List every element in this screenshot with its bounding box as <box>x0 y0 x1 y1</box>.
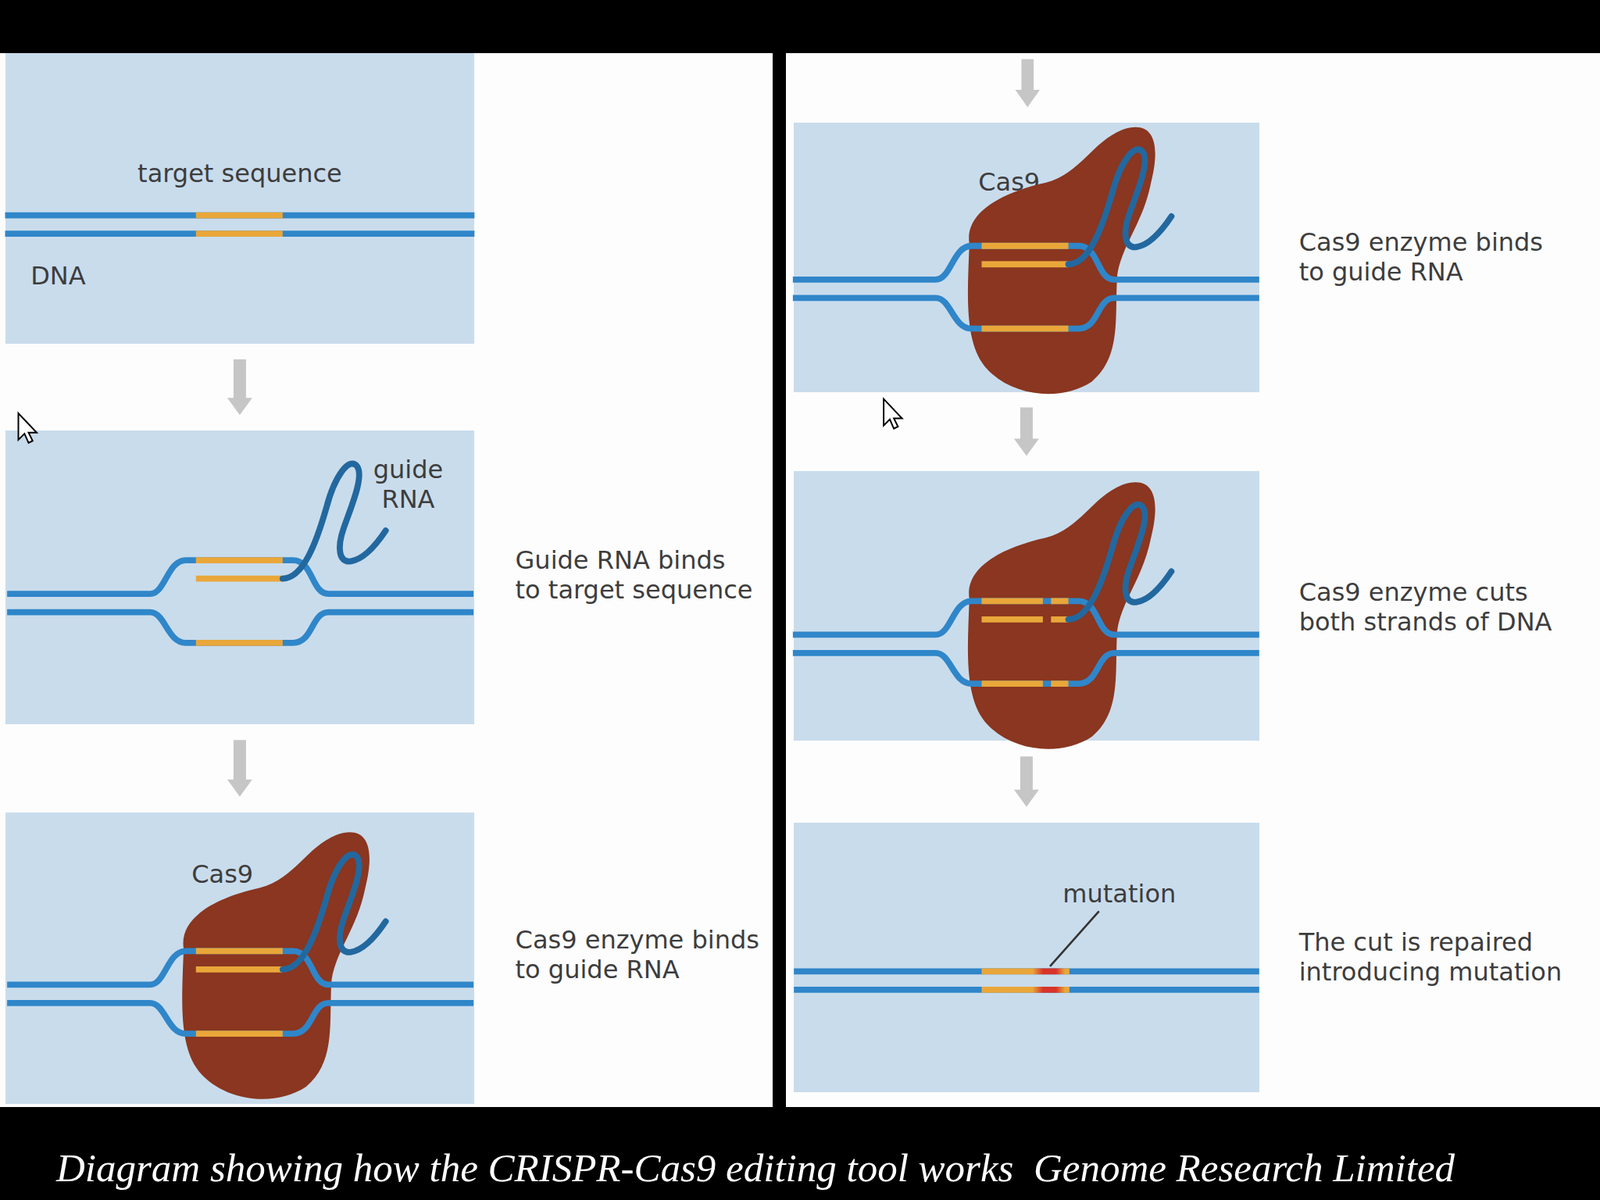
part-label: mutation <box>1062 878 1176 909</box>
part-label: target sequence <box>137 158 343 189</box>
flow-arrow <box>227 739 253 797</box>
caption-bar: Diagram showing how the CRISPR-Cas9 edit… <box>0 1107 1600 1200</box>
step-description: Cas9 enzyme binds to guide RNA <box>1299 227 1560 287</box>
step-panel: Cas9 enzyme cuts both strands of DNA <box>793 471 1260 741</box>
step-description: Guide RNA binds to target sequence <box>515 545 816 605</box>
part-label: Cas9 <box>191 859 254 890</box>
caption-text: Diagram showing how the CRISPR-Cas9 edit… <box>56 1144 1455 1192</box>
step-panel: mutationThe cut is repaired introducing … <box>793 822 1260 1093</box>
part-label: guide RNA <box>363 454 454 515</box>
part-label: DNA <box>30 260 86 291</box>
flow-arrow <box>1014 407 1040 457</box>
panel-divider <box>772 0 786 1200</box>
flow-arrow <box>1014 756 1040 807</box>
step-panel: Cas9Cas9 enzyme binds to guide RNA <box>5 812 475 1105</box>
flow-arrow <box>227 359 253 415</box>
step-panel: guide RNAGuide RNA binds to target seque… <box>5 430 475 725</box>
top-bar <box>0 0 1600 54</box>
part-label: Cas9 <box>978 167 1040 197</box>
step-description: The cut is repaired introducing mutation <box>1299 927 1600 987</box>
step-panel: Cas9Cas9 enzyme binds to guide RNA <box>793 122 1260 393</box>
continuation-arrow <box>1015 59 1040 108</box>
step-description: Cas9 enzyme cuts both strands of DNA <box>1299 577 1572 637</box>
mouse-cursor <box>883 399 903 429</box>
step-description: Cas9 enzyme binds to guide RNA <box>515 925 776 985</box>
step-panel: target sequenceDNA <box>5 53 475 344</box>
